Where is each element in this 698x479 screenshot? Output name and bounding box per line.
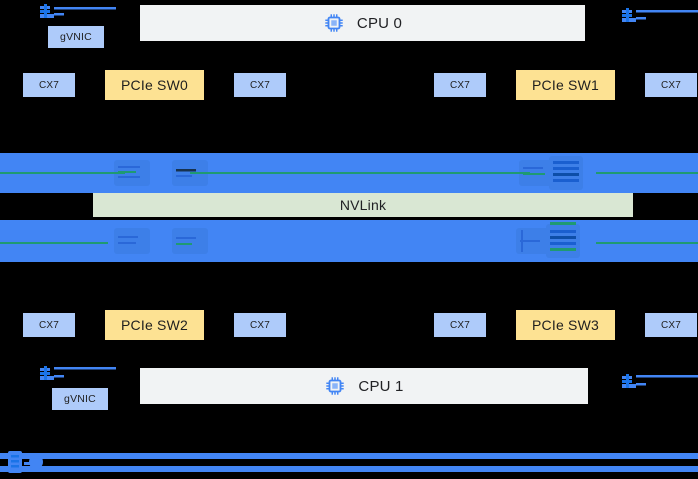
pcie-sw2-box: PCIe SW2 <box>105 310 204 340</box>
gpu-band-bottom <box>0 220 698 262</box>
network-card-icon <box>622 8 698 22</box>
gvnic-link-art-top-right <box>622 8 698 24</box>
cx7-box-7: CX7 <box>645 313 697 337</box>
gpu-icon <box>110 220 156 262</box>
network-card-icon <box>40 4 116 18</box>
nvlink-label: NVLink <box>339 197 387 213</box>
gvnic-label-text: gVNIC <box>64 393 96 405</box>
gpu-icon <box>168 220 214 262</box>
cpu-0-box: CPU 0 <box>140 5 585 41</box>
cx7-label: CX7 <box>38 79 60 91</box>
gpu-icon <box>110 153 156 193</box>
pcie-sw3-label: PCIe SW3 <box>532 317 599 333</box>
nvlink-box: NVLink <box>93 193 633 217</box>
cx7-box-5: CX7 <box>234 313 286 337</box>
cx7-label: CX7 <box>660 79 682 91</box>
cx7-box-3: CX7 <box>645 73 697 97</box>
cpu-1-box: CPU 1 <box>140 368 588 404</box>
cx7-box-0: CX7 <box>23 73 75 97</box>
network-card-icon <box>40 366 116 380</box>
cx7-label: CX7 <box>660 319 682 331</box>
pcie-sw1-box: PCIe SW1 <box>516 70 615 100</box>
network-switch-icon <box>6 447 46 477</box>
pcie-sw0-label: PCIe SW0 <box>121 77 188 93</box>
gpu-icon <box>512 220 558 262</box>
gpu-icon <box>515 153 561 193</box>
cx7-label: CX7 <box>38 319 60 331</box>
gvnic-label-text: gVNIC <box>60 31 92 43</box>
gvnic-label-top-left: gVNIC <box>48 26 104 48</box>
cpu-1-label: CPU 1 <box>358 377 404 395</box>
pcie-sw1-label: PCIe SW1 <box>532 77 599 93</box>
cpu-0-label: CPU 0 <box>356 14 403 32</box>
gvnic-link-art-bottom-right <box>622 374 698 390</box>
pcie-sw3-box: PCIe SW3 <box>516 310 615 340</box>
cx7-box-2: CX7 <box>434 73 486 97</box>
cx7-box-4: CX7 <box>23 313 75 337</box>
gpu-icon <box>542 220 588 262</box>
pcie-sw2-label: PCIe SW2 <box>121 317 188 333</box>
gpu-icon <box>545 153 591 193</box>
cx7-label: CX7 <box>249 79 271 91</box>
network-rail-top-line <box>0 453 698 459</box>
gvnic-link-art-bottom-left <box>40 366 116 382</box>
pcie-sw0-box: PCIe SW0 <box>105 70 204 100</box>
cpu-chip-icon <box>324 375 346 397</box>
cx7-box-6: CX7 <box>434 313 486 337</box>
gpu-band-top <box>0 153 698 193</box>
gvnic-label-bottom-left: gVNIC <box>52 388 108 410</box>
cpu-chip-icon <box>323 12 345 34</box>
network-card-icon <box>622 374 698 388</box>
cx7-label: CX7 <box>449 79 471 91</box>
gvnic-link-art-top-left <box>40 4 116 20</box>
cx7-box-1: CX7 <box>234 73 286 97</box>
network-rail-bottom-line <box>0 466 698 472</box>
cx7-label: CX7 <box>249 319 271 331</box>
cx7-label: CX7 <box>449 319 471 331</box>
